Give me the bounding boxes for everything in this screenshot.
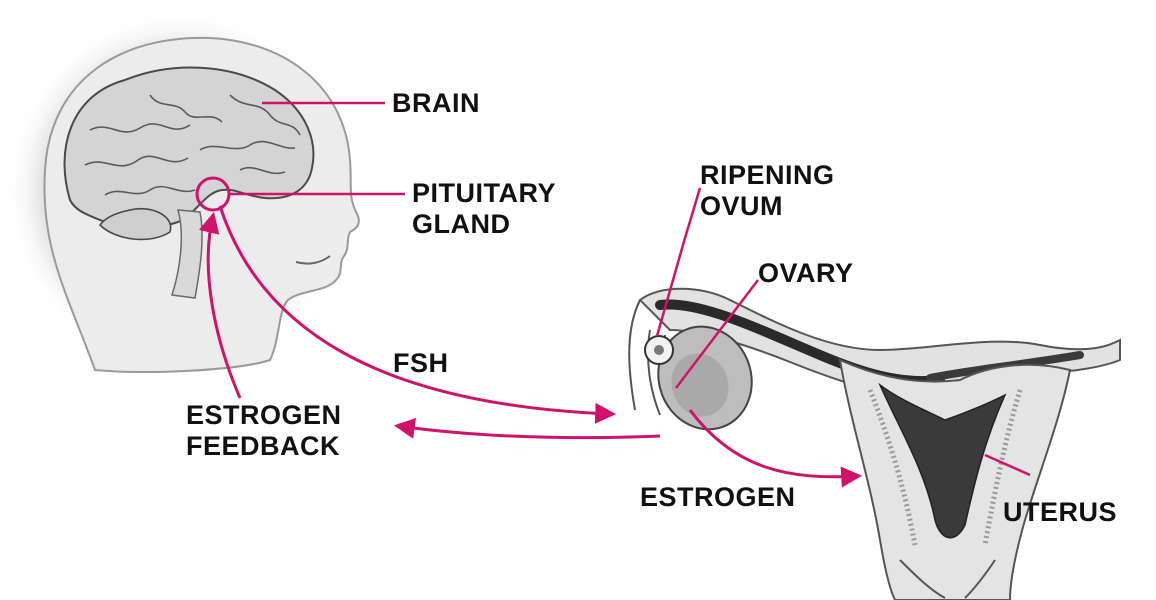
estrogen-feedback-line1: ESTROGEN <box>186 400 342 431</box>
ripening-ovum-label: RIPENING OVUM <box>700 160 835 222</box>
ripening-label-line2: OVUM <box>700 191 835 222</box>
ripening-label-line1: RIPENING <box>700 160 835 191</box>
estrogen-label: ESTROGEN <box>640 482 796 513</box>
estrogen-feedback-label: ESTROGEN FEEDBACK <box>186 400 342 462</box>
brain-label: BRAIN <box>392 88 480 119</box>
estrogen-feedback-arrow-right <box>398 426 660 438</box>
pituitary-label-line1: PITUITARY <box>412 178 556 209</box>
pituitary-gland-label: PITUITARY GLAND <box>412 178 556 240</box>
uterus-label: UTERUS <box>1003 497 1117 528</box>
fsh-label: FSH <box>393 348 449 379</box>
pituitary-label-line2: GLAND <box>412 209 556 240</box>
ovary-label: OVARY <box>758 258 854 289</box>
estrogen-feedback-line2: FEEDBACK <box>186 431 342 462</box>
head-illustration <box>5 10 359 372</box>
reproductive-organs-illustration <box>629 289 1120 600</box>
ovum-nucleus <box>654 345 664 355</box>
